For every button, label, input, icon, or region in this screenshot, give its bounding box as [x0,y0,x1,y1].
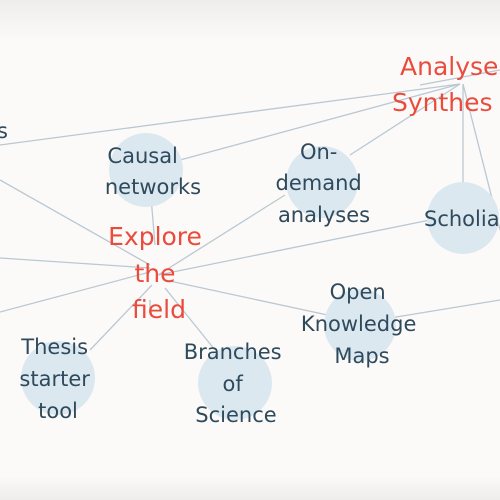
node-labels: Causal networks On- demand analyses Scho… [0,119,500,427]
hub-label-explore-the-field: Explore the field [108,222,210,324]
node-circle-on-demand-analyses [286,146,358,218]
node-label-partial-left: s [0,119,8,143]
label-line: Scholia [424,207,500,231]
edge [179,83,461,161]
edge [157,194,286,276]
label-line: Analyse [400,52,498,81]
label-line: Synthes [392,88,493,117]
edge [0,83,461,146]
edge [419,69,500,86]
label-line: Knowledge [301,312,416,336]
node-label-on-demand-analyses: On- demand analyses [276,140,371,227]
edge [157,217,441,276]
label-line: demand [276,171,362,195]
label-line: On- [300,140,337,164]
edge [0,179,151,266]
hub-labels: Explore the field Analyse Synthes [108,52,500,324]
label-line: Open [330,280,386,304]
node-label-thesis-starter-tool: Thesis starter tool [19,335,96,423]
label-line: analyses [278,203,370,227]
label-line: s [0,119,8,143]
label-line: tool [38,399,78,423]
label-line: networks [105,175,201,199]
node-circle-open-knowledge-maps [324,289,396,361]
edge [0,271,151,313]
node-circles [21,133,499,420]
node-circle-thesis-starter-tool [21,341,95,415]
label-line: Branches [184,340,282,364]
edge [0,257,151,269]
node-label-scholia: Scholia [424,207,500,231]
node-label-causal-networks: Causal networks [105,144,201,199]
edge [164,287,216,351]
label-line: Science [195,403,276,427]
label-line: starter [19,367,90,391]
label-line: field [132,295,186,324]
edge [389,299,500,319]
node-label-branches-of-science: Branches of Science [184,340,289,427]
label-line: Explore [108,222,202,251]
node-circle-scholia [427,182,499,254]
node-label-open-knowledge-maps: Open Knowledge Maps [301,280,423,368]
top-fade [0,0,500,40]
edge [89,284,153,351]
label-line: the [135,259,176,288]
hub-label-analyse-synthesise: Analyse Synthes [392,52,500,117]
bottom-fade [0,476,500,500]
label-line: Maps [334,344,389,368]
node-circle-causal-networks [109,133,183,207]
edge [349,83,461,156]
label-line: Thesis [20,335,88,359]
label-line: Causal [107,144,178,168]
label-line: of [223,372,244,396]
node-circle-branches-of-science [198,346,272,420]
